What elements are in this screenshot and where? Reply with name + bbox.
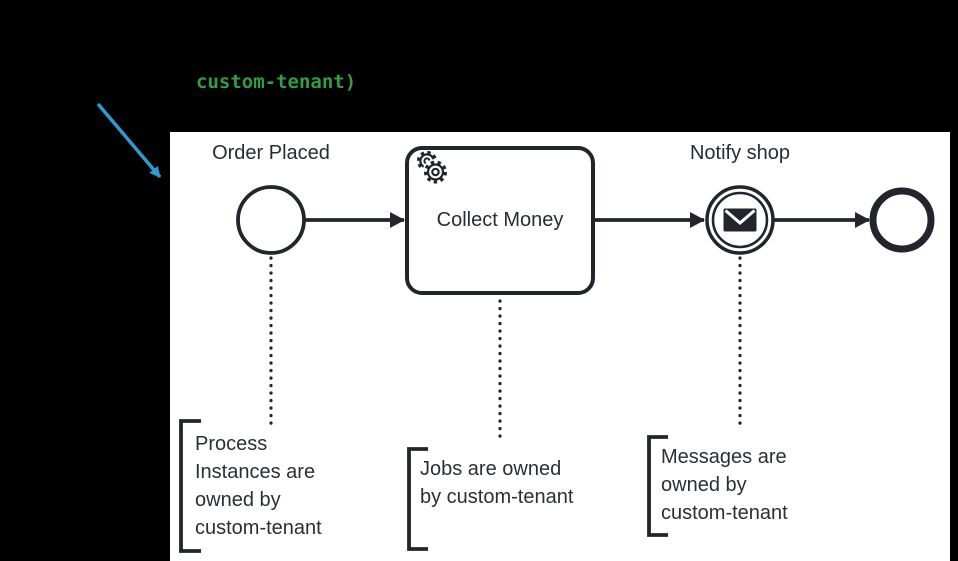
service-task-label: Collect Money	[436, 209, 564, 231]
message-event-label: Notify shop	[689, 142, 791, 164]
text-annotation-process-instances: Process Instances are owned by custom-te…	[195, 433, 322, 539]
start-event-label: Order Placed	[212, 142, 330, 164]
text-annotation-jobs: Jobs are owned by custom-tenant	[420, 458, 574, 508]
text-annotation-messages: Messages are owned by custom-tenant	[661, 446, 788, 524]
code-snippet-text: custom-tenant)	[196, 71, 357, 93]
pointer-arrow-icon	[96, 102, 162, 179]
